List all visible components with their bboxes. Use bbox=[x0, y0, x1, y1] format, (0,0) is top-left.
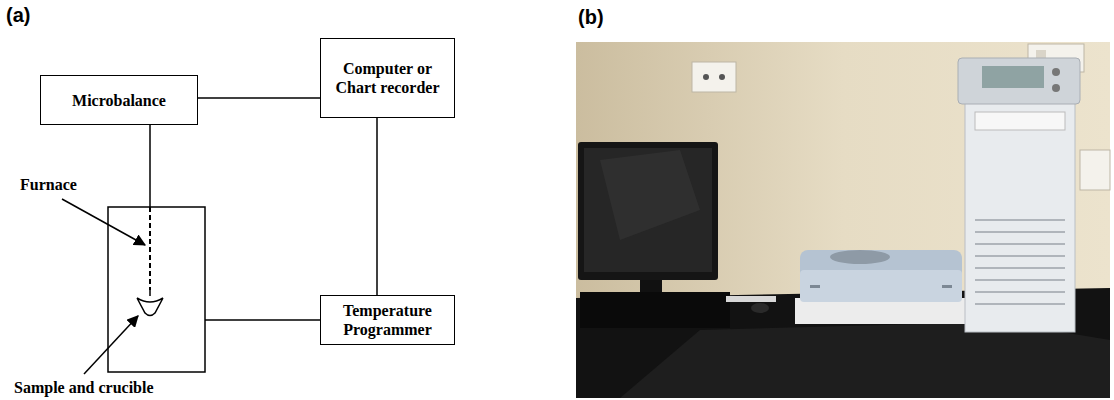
box-label: Temperature Programmer bbox=[332, 301, 444, 339]
photo-wall bbox=[576, 42, 1110, 398]
chiller-button bbox=[1052, 84, 1060, 92]
photo bbox=[576, 42, 1110, 398]
screen-reflection bbox=[600, 150, 700, 240]
connector-line bbox=[376, 118, 378, 295]
crucible-symbol bbox=[137, 290, 163, 316]
chiller-sticker bbox=[975, 112, 1065, 130]
tga-front bbox=[800, 270, 962, 302]
furnace-wire bbox=[205, 319, 320, 321]
leader-arrow bbox=[62, 199, 145, 245]
part-label: Furnace bbox=[20, 176, 77, 194]
part-label: Sample and crucible bbox=[14, 379, 154, 397]
wall-socket bbox=[692, 62, 736, 92]
connector-line bbox=[198, 97, 320, 99]
process-box: Temperature Programmer bbox=[320, 295, 455, 345]
keyboard-edge bbox=[726, 296, 776, 302]
chiller-vents bbox=[975, 220, 1065, 304]
leader-arrow bbox=[84, 316, 138, 374]
box-label: Microbalance bbox=[72, 91, 166, 110]
photo-table-reflection bbox=[620, 322, 1110, 398]
chiller-display bbox=[982, 66, 1044, 88]
computer-case bbox=[580, 292, 730, 328]
hang-wire-dashed bbox=[149, 207, 151, 290]
tga-indicator bbox=[810, 285, 820, 288]
mouse bbox=[751, 303, 769, 313]
monitor-screen bbox=[584, 148, 712, 272]
chiller-head bbox=[958, 58, 1080, 104]
process-box: Computer or Chart recorder bbox=[320, 38, 455, 118]
panel-tag: (a) bbox=[6, 4, 30, 26]
wall-socket bbox=[1080, 150, 1110, 190]
panel-tag: (b) bbox=[578, 6, 604, 28]
socket-hole bbox=[703, 74, 709, 80]
tga-lid bbox=[830, 250, 890, 264]
chiller-button bbox=[1052, 68, 1060, 76]
hang-wire bbox=[149, 125, 151, 207]
monitor bbox=[578, 142, 718, 280]
socket-hole bbox=[719, 74, 725, 80]
chiller bbox=[965, 100, 1075, 332]
box-label: Computer or Chart recorder bbox=[332, 59, 444, 97]
tga-indicator bbox=[942, 285, 952, 288]
tga-instrument bbox=[800, 250, 962, 302]
process-box: Microbalance bbox=[40, 75, 198, 125]
